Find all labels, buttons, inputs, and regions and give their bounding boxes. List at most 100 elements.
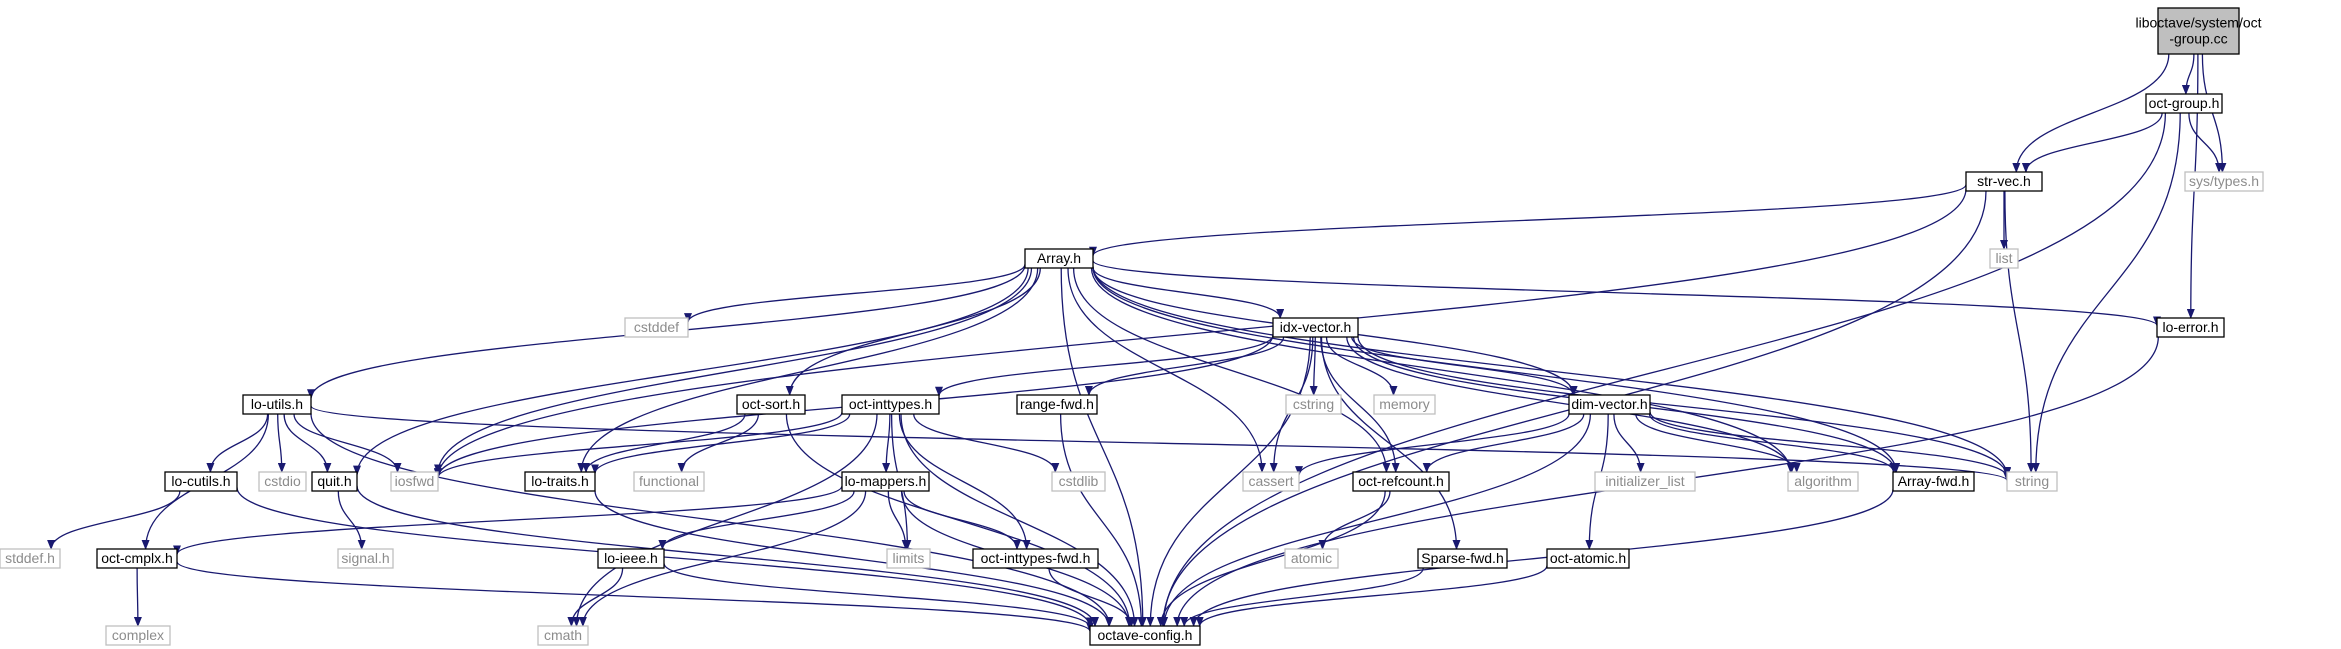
node-octgroup[interactable]: oct-group.h: [2145, 93, 2223, 114]
edge-sparsefwd-to-octaveconfig: [1180, 567, 1424, 627]
edge-idxvector-to-memory: [1325, 336, 1398, 396]
node-label-octatomic: oct-atomic.h: [1550, 550, 1626, 566]
node-rangefwd[interactable]: range-fwd.h: [1016, 394, 1098, 415]
node-box-cmath: [537, 625, 589, 646]
edge-root-to-strvec: [2012, 53, 2170, 173]
node-label-limits: limits: [893, 550, 925, 566]
node-atomic: atomic: [1284, 548, 1339, 569]
edge-rangefwd-to-octaveconfig: [1059, 413, 1146, 627]
node-octaveconfig[interactable]: octave-config.h: [1089, 625, 1201, 646]
node-octatomic[interactable]: oct-atomic.h: [1546, 548, 1630, 569]
edge-loutils-to-quith: [283, 413, 332, 473]
edge-loieee-to-cmath: [567, 567, 624, 627]
node-limits: limits: [886, 548, 931, 569]
node-label-lotraits: lo-traits.h: [531, 473, 589, 489]
node-box-idxvector: [1272, 317, 1359, 338]
edge-idxvector-to-sparsefwd: [1320, 336, 1461, 550]
edge-octcmplx-to-complex: [133, 567, 142, 627]
edge-lomappers-to-cmath: [578, 490, 867, 627]
edge-arrayh-to-iosfwd: [434, 267, 1033, 475]
node-loutils[interactable]: lo-utils.h: [242, 394, 312, 415]
dependency-edges: [47, 53, 2227, 633]
node-cmath: cmath: [537, 625, 589, 646]
node-box-octrefcount: [1352, 471, 1450, 492]
edge-dimvector-to-algorithm: [1635, 413, 1801, 473]
node-box-octsort: [736, 394, 806, 415]
node-label-octinttypesfwd: oct-inttypes-fwd.h: [981, 550, 1091, 566]
node-box-octaveconfig: [1089, 625, 1201, 646]
node-label-locutils: lo-cutils.h: [171, 473, 230, 489]
node-box-loieee: [597, 548, 665, 569]
edge-octgroup-to-octaveconfig: [1159, 112, 2167, 627]
node-iosfwd: iosfwd: [390, 471, 439, 492]
edge-octatomic-to-octaveconfig: [1195, 565, 1548, 627]
node-octinttypes[interactable]: oct-inttypes.h: [841, 394, 940, 415]
node-string: string: [2006, 471, 2058, 492]
edge-arrayfwd-to-octaveconfig: [1189, 489, 1894, 627]
node-box-rangefwd: [1016, 394, 1098, 415]
node-label-atomic: atomic: [1291, 550, 1332, 566]
node-box-cassert: [1242, 471, 1300, 492]
node-lotraits[interactable]: lo-traits.h: [524, 471, 596, 492]
node-octinttypesfwd[interactable]: oct-inttypes-fwd.h: [972, 548, 1099, 569]
edge-arrayh-to-octrefcount: [1072, 267, 1391, 473]
node-arrayh[interactable]: Array.h: [1024, 248, 1094, 269]
node-box-initlist: [1594, 471, 1696, 492]
node-strvec[interactable]: str-vec.h: [1965, 171, 2043, 192]
edge-arrayh-to-quith: [353, 267, 1029, 476]
node-octsort[interactable]: oct-sort.h: [736, 394, 806, 415]
edge-octcmplx-to-octaveconfig: [176, 561, 1094, 633]
node-idxvector[interactable]: idx-vector.h: [1272, 317, 1359, 338]
node-octrefcount[interactable]: oct-refcount.h: [1352, 471, 1450, 492]
edge-octinttypes-to-cmath: [572, 413, 878, 627]
node-label-functional: functional: [639, 473, 699, 489]
node-root[interactable]: liboctave/system/oct-group.cc: [2135, 7, 2262, 55]
node-label-algorithm: algorithm: [1794, 473, 1852, 489]
node-quith[interactable]: quit.h: [311, 471, 358, 492]
node-functional: functional: [633, 471, 705, 492]
edge-lotraits-to-octaveconfig: [594, 490, 1113, 627]
edge-quith-to-octaveconfig: [356, 485, 1099, 627]
edge-arrayh-to-lotraits: [577, 267, 1039, 473]
node-memory: memory: [1373, 394, 1436, 415]
edge-lomappers-to-loieee: [658, 490, 855, 550]
node-arrayfwd[interactable]: Array-fwd.h: [1892, 471, 1975, 492]
node-label-root: liboctave/system/oct: [2135, 15, 2261, 31]
node-stddef: stddef.h: [0, 548, 61, 569]
edge-arrayh-to-arrayfwd: [1092, 267, 1901, 473]
node-label-octgroup: oct-group.h: [2149, 95, 2220, 111]
node-locutils[interactable]: lo-cutils.h: [164, 471, 238, 492]
edge-idxvector-to-string: [1357, 336, 2011, 478]
node-sparsefwd[interactable]: Sparse-fwd.h: [1417, 548, 1508, 569]
node-box-list: [1989, 248, 2019, 269]
node-box-octatomic: [1546, 548, 1630, 569]
edge-idxvector-to-octinttypes: [935, 334, 1274, 397]
edge-octinttypesfwd-to-octaveconfig: [1048, 567, 1136, 627]
node-octcmplx[interactable]: oct-cmplx.h: [96, 548, 178, 569]
edge-octrefcount-to-atomic: [1318, 490, 1391, 550]
node-systypes: sys/types.h: [2184, 171, 2264, 192]
node-label-rangefwd: range-fwd.h: [1020, 396, 1094, 412]
edge-locutils-to-stddef: [47, 490, 181, 550]
node-box-string: [2006, 471, 2058, 492]
edge-lomappers-to-octcmplx: [173, 485, 843, 556]
edge-arrayh-to-idxvector: [1092, 267, 1285, 319]
edge-strvec-to-string: [2004, 190, 2036, 473]
edge-arrayh-to-octaveconfig: [1060, 267, 1147, 627]
node-loerror[interactable]: lo-error.h: [2156, 317, 2225, 338]
node-loieee[interactable]: lo-ieee.h: [597, 548, 665, 569]
node-label-idxvector: idx-vector.h: [1280, 319, 1352, 335]
edge-idxvector-to-dimvector: [1351, 336, 1578, 396]
node-label-stddef: stddef.h: [5, 550, 55, 566]
node-dimvector[interactable]: dim-vector.h: [1568, 394, 1651, 415]
node-box-functional: [633, 471, 705, 492]
edge-idxvector-to-cstring: [1309, 336, 1318, 396]
node-label-loieee: lo-ieee.h: [604, 550, 658, 566]
node-label-arrayh: Array.h: [1037, 250, 1081, 266]
node-lomappers[interactable]: lo-mappers.h: [841, 471, 930, 492]
edge-arrayh-to-cassert: [1067, 267, 1266, 473]
node-box-complex: [105, 625, 171, 646]
node-label-cstring: cstring: [1293, 396, 1334, 412]
edge-octinttypes-to-cstdlib: [913, 413, 1060, 473]
